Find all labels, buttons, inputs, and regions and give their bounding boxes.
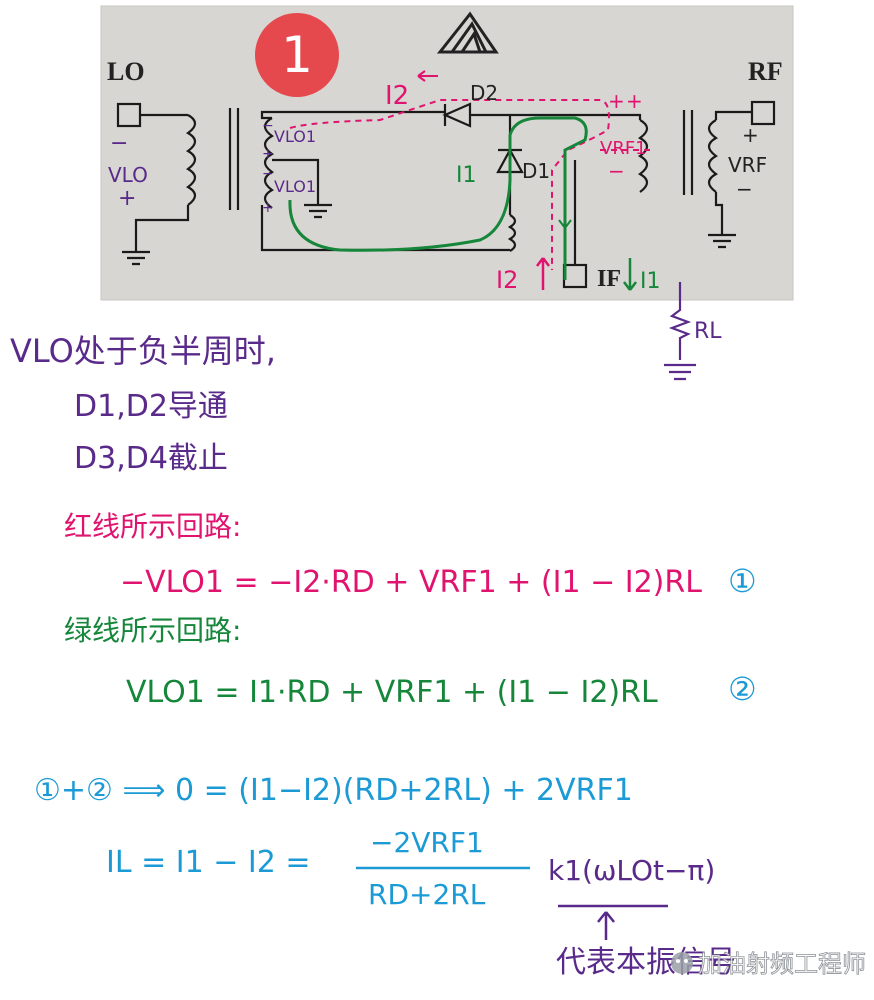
vlo-label: VLO [108,163,148,187]
load-ground-icon [664,363,696,381]
note-line-2: D1,D2导通 [74,389,228,424]
vlo1-top-minus: − [262,118,274,134]
arrow-note: 代表本振信号 [556,945,736,980]
equation-2-number: ② [728,670,757,708]
sum-equation: ①+② ⟹ 0 = (I1−I2)(RD+2RL) + 2VRF1 [34,773,633,808]
vlo1-bottom-plus: + [262,200,274,216]
note-line-3: D3,D4截止 [74,441,228,476]
resistor-icon [668,282,692,360]
vrf-minus: − [736,177,753,201]
lo-secondary-coil [263,117,275,209]
circuit-photo: 1 LO RF IF [100,5,794,301]
fraction-numerator: −2VRF1 [370,826,484,859]
vrf-label: VRF [728,153,767,177]
step-badge-number: 1 [281,26,313,84]
watermark: 加油射频工程师 [671,950,866,978]
i2-bottom-label: I2 [496,266,518,294]
i1-right-arrow-icon [623,258,637,291]
green-loop-equation: VLO1 = I1·RD + VRF1 + (I1 − I2)RL [126,675,658,710]
lo-ground-icon [122,250,150,266]
d1-label: D1 [522,159,550,183]
center-ground-icon [304,203,332,219]
rf-primary-coil [707,119,719,193]
fraction-denominator: RD+2RL [368,878,486,911]
rf-port-square [750,100,776,126]
vlo1-top-label: VLO1 [274,127,316,146]
d2-label: D2 [470,81,498,105]
green-down-arrow-icon [558,200,572,229]
logo-icon [436,11,499,54]
watermark-text: 加油射频工程师 [698,950,866,978]
lo-port-label: LO [107,57,145,86]
rf-transformer-core [682,110,694,195]
up-arrow-icon [597,911,615,940]
vrf-plus: + [742,123,759,147]
vlo1-top-plus: + [262,146,274,162]
lo-primary-coil [185,114,197,206]
photo-background [101,6,793,300]
vlo-plus: + [118,186,136,211]
green-loop-title: 绿线所示回路: [64,614,241,647]
vlo-minus: − [110,131,128,156]
vrf1-label: VRF1 [600,138,647,159]
if-port-label: IF [597,266,621,292]
red-loop-title: 红线所示回路: [64,510,241,543]
note-line-1: VLO处于负半周时, [10,332,276,370]
i2-top-label: I2 [385,81,409,111]
rf-port-label: RF [748,57,783,86]
lo-transformer-core [228,108,240,210]
equation-1-number: ① [728,562,757,600]
wechat-icon [671,952,693,974]
rf-secondary-coil [637,119,649,193]
green-loop-path [288,116,588,280]
rl-label: RL [694,319,722,344]
step-badge: 1 [255,13,339,97]
red-loop-equation: −VLO1 = −I2·RD + VRF1 + (I1 − I2)RL [120,565,702,600]
red-loop-path [289,99,650,270]
i1-right-label: I1 [640,269,661,294]
rf1-minus-bottom: − [608,159,625,183]
rf1-plus-top-2: + [626,89,643,113]
vlo1-bottom-minus: − [262,166,274,182]
rf1-plus-top: + [608,89,625,113]
i2-top-arrow-icon [417,70,438,82]
green-annotations: I1 D1 D2 I1 [456,81,661,294]
vlo1-bottom-label: VLO1 [274,177,316,196]
purple-annotations: − VLO + − VLO1 + − VLO1 + + VRF − [108,118,767,216]
rf-ground-icon [708,233,736,249]
red-annotations: I2 I2 + + − VRF1 [385,70,647,294]
il-lhs: IL = I1 − I2 = [106,845,311,880]
load-resistor [664,282,696,381]
i2-bottom-arrow-icon [536,257,550,290]
i1-green-label: I1 [456,163,477,188]
circuit-schematic [116,100,776,289]
cos-term: k1(ωLOt−π) [548,854,715,887]
